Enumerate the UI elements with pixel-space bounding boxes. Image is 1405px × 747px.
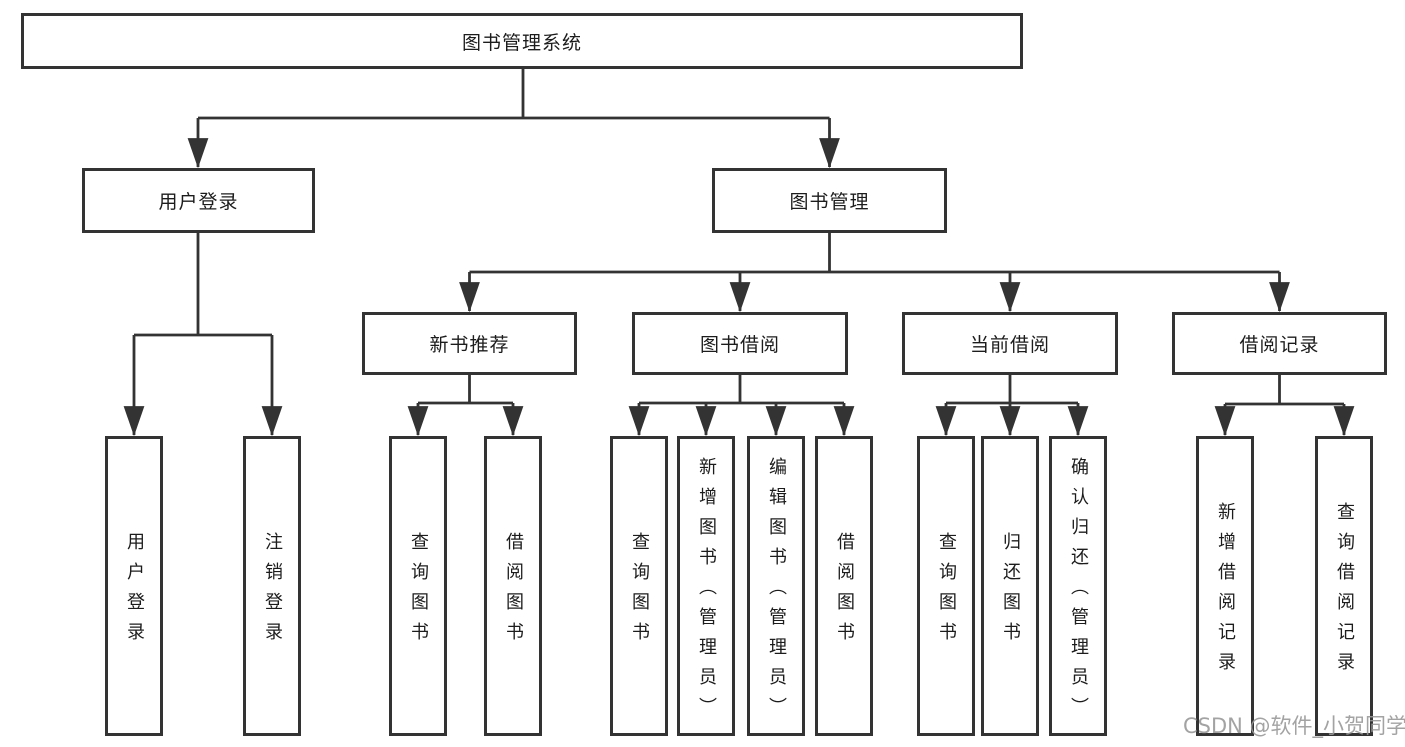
leaf-query-books-recommend-label: 查询图书 [408, 532, 429, 652]
node-root-label: 图书管理系统 [461, 31, 582, 54]
csdn-watermark: CSDN @软件_小贺同学 [1183, 714, 1405, 738]
leaf-query-borrow-record-label: 查询借阅记录 [1334, 502, 1355, 682]
leaf-confirm-return-admin: 确认归还（管理员） [1049, 436, 1107, 736]
leaf-confirm-return-admin-label: 确认归还（管理员） [1068, 457, 1089, 727]
leaf-borrow-books-label: 借阅图书 [834, 532, 855, 652]
node-user-login: 用户登录 [82, 168, 315, 233]
leaf-query-books-recommend: 查询图书 [389, 436, 447, 736]
node-user-login-label: 用户登录 [158, 191, 239, 213]
leaf-logout: 注销登录 [243, 436, 301, 736]
node-current-borrowing: 当前借阅 [902, 312, 1118, 375]
node-borrowing-records: 借阅记录 [1172, 312, 1387, 375]
leaf-query-books-current-label: 查询图书 [936, 532, 957, 652]
leaf-borrow-books: 借阅图书 [815, 436, 873, 736]
leaf-add-borrow-record: 新增借阅记录 [1196, 436, 1254, 736]
node-new-book-recommend-label: 新书推荐 [429, 334, 510, 356]
node-current-borrowing-label: 当前借阅 [969, 334, 1050, 356]
node-root: 图书管理系统 [21, 13, 1023, 69]
node-book-management: 图书管理 [712, 168, 947, 233]
leaf-query-books-borrowing: 查询图书 [610, 436, 668, 736]
leaf-user-login: 用户登录 [105, 436, 163, 736]
leaf-edit-books-admin: 编辑图书（管理员） [747, 436, 805, 736]
leaf-add-books-admin-label: 新增图书（管理员） [696, 457, 717, 727]
leaf-borrow-books-recommend-label: 借阅图书 [503, 532, 524, 652]
node-new-book-recommend: 新书推荐 [362, 312, 577, 375]
leaf-return-books: 归还图书 [981, 436, 1039, 736]
leaf-return-books-label: 归还图书 [1000, 532, 1021, 652]
node-borrowing-records-label: 借阅记录 [1239, 334, 1320, 356]
leaf-user-login-label: 用户登录 [124, 532, 145, 652]
leaf-add-books-admin: 新增图书（管理员） [677, 436, 735, 736]
leaf-query-books-current: 查询图书 [917, 436, 975, 736]
leaf-add-borrow-record-label: 新增借阅记录 [1215, 502, 1236, 682]
leaf-edit-books-admin-label: 编辑图书（管理员） [766, 457, 787, 727]
leaf-query-borrow-record: 查询借阅记录 [1315, 436, 1373, 736]
leaf-logout-label: 注销登录 [262, 532, 283, 652]
leaf-query-books-borrowing-label: 查询图书 [629, 532, 650, 652]
leaf-borrow-books-recommend: 借阅图书 [484, 436, 542, 736]
node-book-borrowing: 图书借阅 [632, 312, 848, 375]
node-book-management-label: 图书管理 [789, 191, 870, 213]
node-book-borrowing-label: 图书借阅 [699, 334, 780, 356]
